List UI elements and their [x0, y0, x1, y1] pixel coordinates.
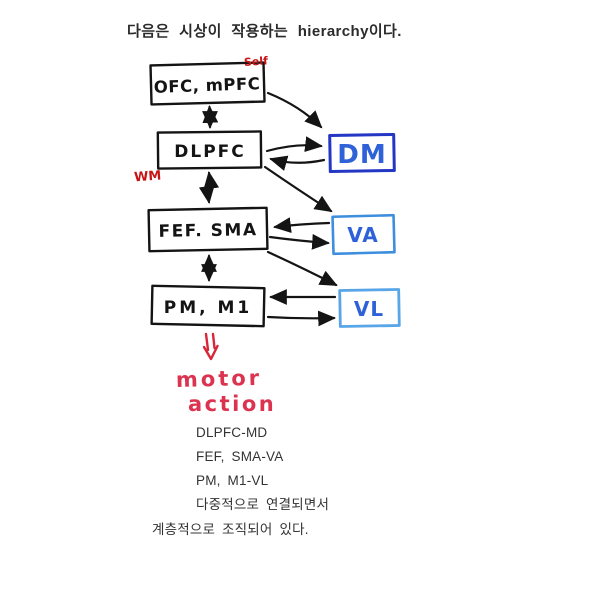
- box-dm: [328, 132, 396, 174]
- box-ofc-mpfc-label: OFC, mPFC: [153, 74, 260, 97]
- arrow-dlpfc-to-dm: [265, 136, 323, 153]
- box-fef-sma: [147, 206, 269, 253]
- arrow-ofc-dlpfc: [202, 105, 219, 129]
- box-pm-m1: [150, 284, 266, 328]
- box-dm-label: DM: [337, 140, 386, 170]
- box-va: [331, 213, 396, 256]
- motor-double-arrow-icon: [202, 332, 219, 361]
- note-line-pm-m1-vl: PM, M1-VL: [196, 473, 269, 488]
- box-vl: [338, 288, 401, 328]
- arrow-fef-to-vl: [266, 250, 338, 287]
- note-line-fef-sma-va: FEF, SMA-VA: [196, 449, 284, 464]
- arrow-pm-to-vl: [266, 310, 336, 327]
- arrow-va-to-fef: [273, 217, 331, 233]
- wm-annotation: WM: [134, 169, 162, 186]
- box-vl-label: VL: [354, 297, 384, 321]
- arrow-dlpfc-to-va: [263, 165, 333, 213]
- box-pm-m1-label: PM, M1: [164, 298, 253, 318]
- arrow-dm-to-dlpfc: [269, 155, 326, 171]
- notes-list: DLPFC-MD FEF, SMA-VA PM, M1-VL 다중적으로 연결되…: [196, 421, 329, 517]
- conclusion-note: 계층적으로 조직되어 있다.: [152, 522, 309, 537]
- self-annotation: Self: [244, 54, 269, 69]
- box-dlpfc-label: DLPFC: [174, 142, 246, 162]
- action-label: action: [188, 392, 276, 416]
- page-title: 다음은 시상이 작용하는 hierarchy이다.: [127, 23, 402, 40]
- box-fef-sma-label: FEF. SMA: [158, 220, 257, 242]
- arrow-fef-to-va: [268, 233, 330, 250]
- arrow-ofc-to-dm: [266, 91, 323, 129]
- box-va-label: VA: [347, 223, 379, 247]
- box-dlpfc: [156, 130, 263, 170]
- arrow-dlpfc-fef: [198, 171, 220, 204]
- note-line-dlpfc-md: DLPFC-MD: [196, 425, 268, 440]
- motor-label: motor: [176, 366, 263, 392]
- box-ofc-mpfc: [149, 61, 266, 106]
- note-line-multi-connect: 다중적으로 연결되면서: [196, 497, 330, 512]
